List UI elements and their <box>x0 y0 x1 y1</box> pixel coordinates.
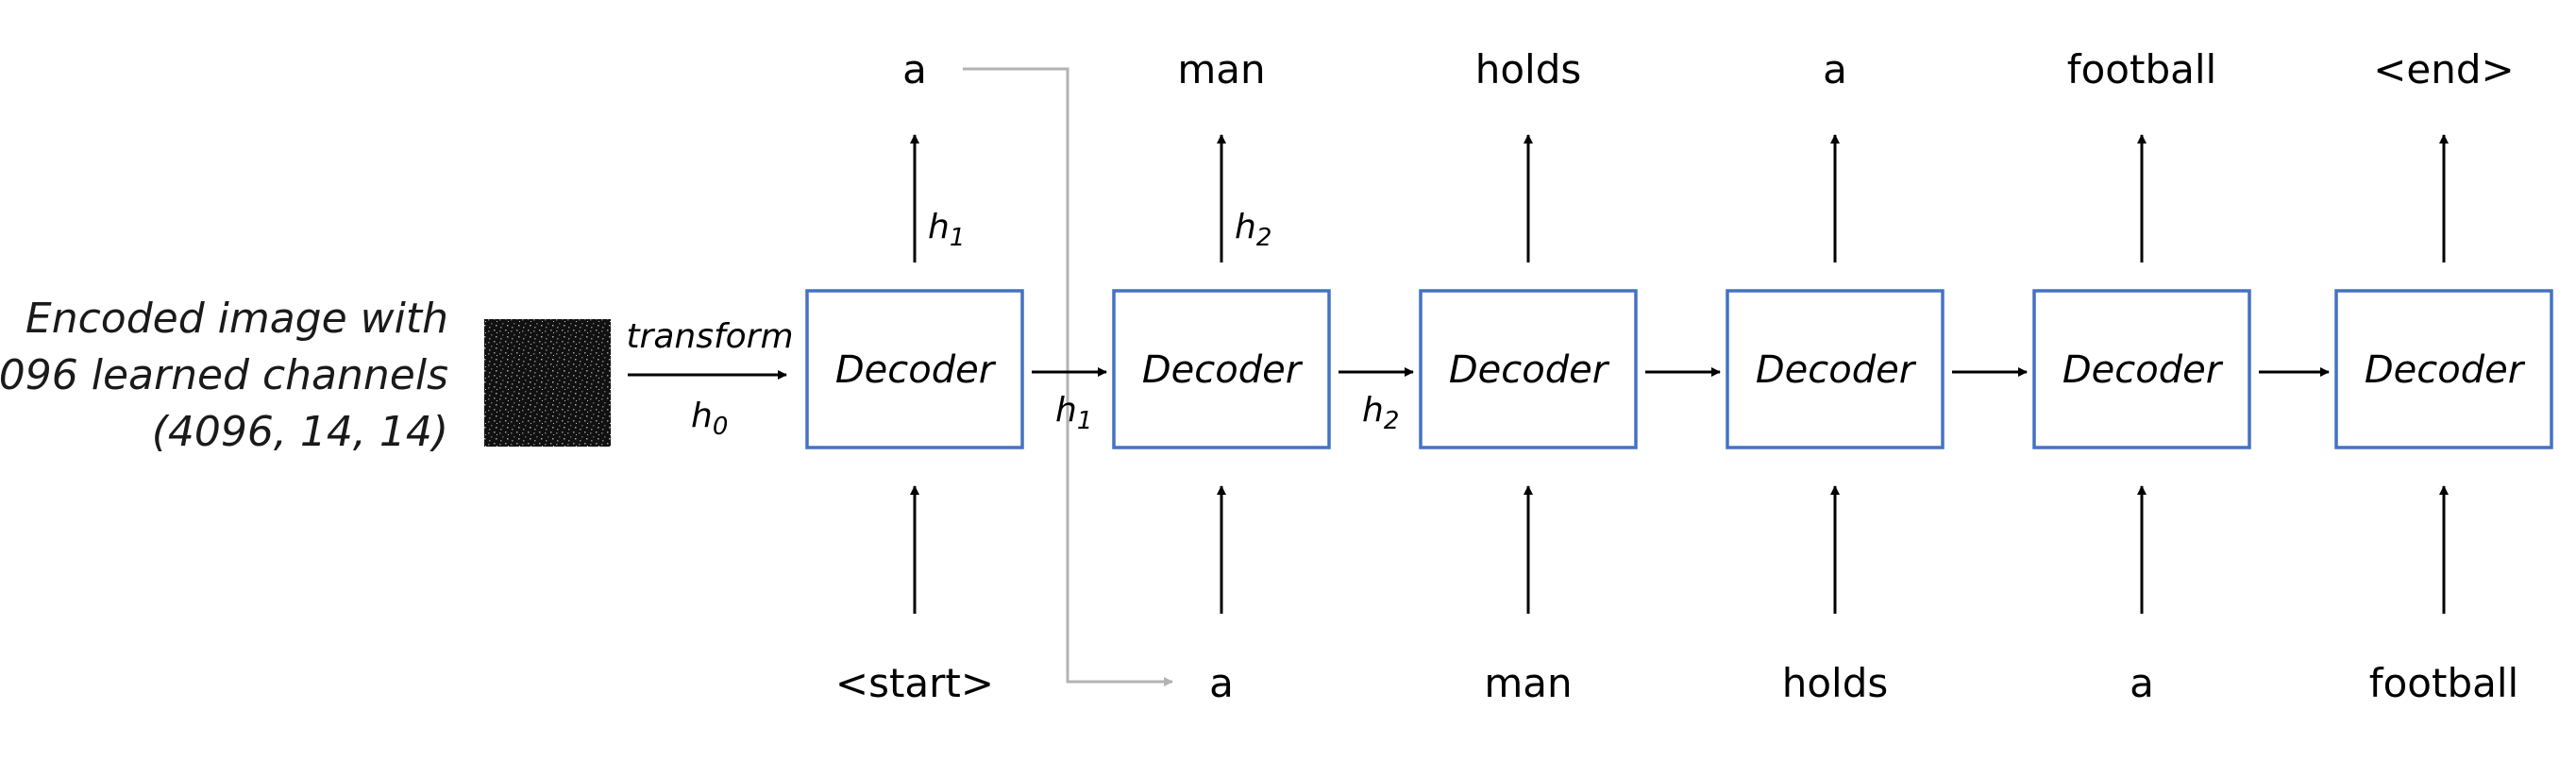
decoder-label-1: Decoder <box>835 348 997 392</box>
decoder-label-5: Decoder <box>2062 348 2224 392</box>
input-word-3: man <box>1484 660 1572 706</box>
encoder-title-line1: Encoded image with <box>25 295 448 343</box>
decoder-label-6: Decoder <box>2365 348 2526 392</box>
decoder-chain: Decodera<start>h1h1Decodermanah2h2Decode… <box>805 46 2553 706</box>
transform-label: transform <box>626 317 793 356</box>
output-word-2: man <box>1177 46 1265 93</box>
input-word-5: a <box>2130 660 2154 706</box>
decoder-box-5 <box>2032 289 2251 449</box>
input-word-1: <start> <box>835 660 994 706</box>
h-right-label-1: h1 <box>1055 391 1092 435</box>
input-word-2: a <box>1209 660 1234 706</box>
output-word-3: holds <box>1475 46 1582 93</box>
encoder-shape: (4096, 14, 14) <box>152 408 448 456</box>
decoder-box-1 <box>805 289 1024 449</box>
h-up-label-2: h2 <box>1235 208 1271 252</box>
decoder-box-2 <box>1112 289 1331 449</box>
h0-label: h0 <box>691 397 728 441</box>
decoder-box-4 <box>1726 289 1945 449</box>
output-word-6: <end> <box>2373 46 2515 93</box>
output-word-1: a <box>902 46 927 93</box>
h-up-label-1: h1 <box>928 208 965 252</box>
decoder-label-2: Decoder <box>1142 348 1304 392</box>
decoder-box-6 <box>2334 289 2553 449</box>
encoder-title-line2: 4096 learned channels <box>0 351 448 399</box>
h-right-label-2: h2 <box>1362 391 1399 435</box>
decoder-label-4: Decoder <box>1756 348 1917 392</box>
output-word-5: football <box>2067 46 2216 93</box>
decoder-label-3: Decoder <box>1449 348 1610 392</box>
input-word-4: holds <box>1782 660 1889 706</box>
input-word-6: football <box>2369 660 2518 706</box>
feedback-arrow <box>963 67 1173 686</box>
decoder-box-3 <box>1419 289 1638 449</box>
encoded-image <box>484 319 611 447</box>
output-word-4: a <box>1823 46 1847 93</box>
